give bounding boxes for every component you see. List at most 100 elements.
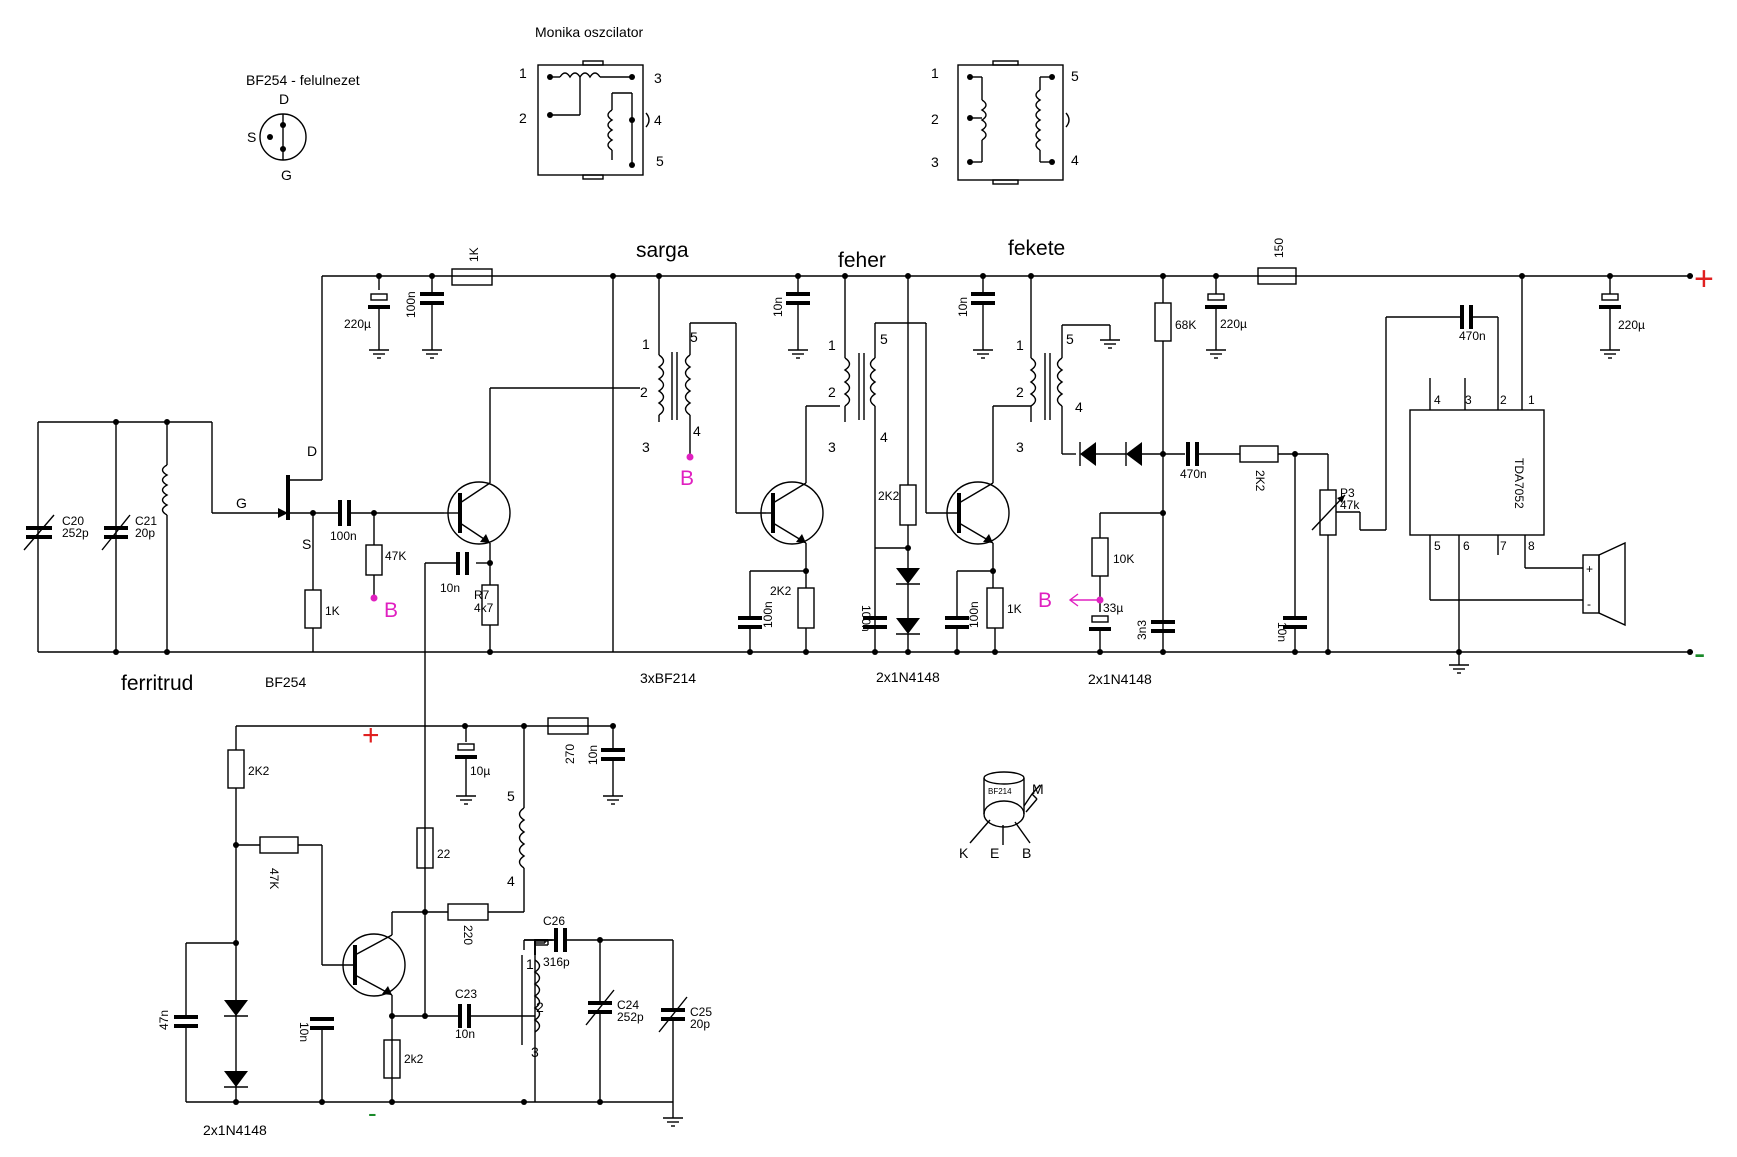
r7-value: 4k7 [474, 601, 494, 615]
if-pin-3: 3 [931, 154, 939, 170]
monika-title: Monika oszcilator [535, 24, 643, 40]
c-10n-sarga: 10n [771, 297, 785, 317]
fekete-pin-3: 3 [1016, 439, 1024, 455]
pin-s-label: S [247, 129, 256, 145]
osc-coil-pin-3: 3 [531, 1044, 539, 1060]
osc-coil-pin-5: 5 [507, 788, 515, 804]
pin-b-label: B [1022, 845, 1031, 861]
pin-k-label: K [959, 845, 969, 861]
fekete-pin-4: 4 [1075, 399, 1083, 415]
c-100n-ifamp1: 100n [761, 601, 775, 628]
osc-r-22: 22 [437, 847, 451, 861]
tda-pin-2: 2 [1500, 393, 1507, 407]
sarga-pin-4: 4 [693, 423, 701, 439]
feher-pin-4: 4 [880, 429, 888, 445]
osc-r-47k: 47K [267, 868, 281, 889]
if-transformer-fekete: fekete 1 2 3 4 5 [1008, 237, 1185, 466]
if-pin-1: 1 [931, 65, 939, 81]
fekete-pin-2: 2 [1016, 384, 1024, 400]
feher-pin-3: 3 [828, 439, 836, 455]
c-10n-emitter: 10n [440, 581, 460, 595]
bias-b-3: B [1038, 589, 1052, 612]
tda-pin-4: 4 [1434, 393, 1441, 407]
minus-terminal: - [1694, 635, 1705, 673]
fekete-pin-1: 1 [1016, 337, 1024, 353]
c21-label: C21 [135, 514, 157, 528]
sarga-pin-3: 3 [642, 439, 650, 455]
bias-b-2: B [680, 467, 694, 490]
fekete-label: fekete [1008, 237, 1065, 260]
c24-label: C24 [617, 998, 639, 1012]
c-470n-mid: 470n [1180, 467, 1207, 481]
c-10n-out: 10n [1275, 622, 1289, 642]
r-10k: 10K [1113, 552, 1134, 566]
osc-plus: + [362, 719, 380, 752]
osc-c-10n: 10n [586, 745, 600, 765]
monika-pin-2: 2 [519, 110, 527, 126]
osc-diodes-label: 2x1N4148 [203, 1122, 267, 1138]
monika-pin-3: 3 [654, 70, 662, 86]
osc-r-270: 270 [563, 744, 577, 764]
if-transformer-sarga: sarga B 1 2 3 4 5 3xBF214 [612, 239, 766, 686]
diodes-1-label: 2x1N4148 [876, 669, 940, 685]
c-220u-2: 220µ [1220, 317, 1247, 331]
osc-c-10u: 10µ [470, 764, 490, 778]
c-100n-ifamp2: 100n [967, 601, 981, 628]
if-amp-2: 10n 1K 100n [925, 276, 1031, 652]
osc-c-10n-base: 10n [297, 1022, 311, 1042]
c24-value: 252p [617, 1010, 644, 1024]
bf214x3-label: 3xBF214 [640, 670, 696, 686]
osc-minus: - [368, 1098, 377, 1128]
c23-value: 10n [455, 1027, 475, 1041]
bf214-pinout: BF214 M K E B [959, 771, 1044, 861]
osc-r-2k2-emitter: 2k2 [404, 1052, 424, 1066]
bf254-label: BF254 [265, 674, 306, 690]
detector-agc: 68K 3n3 10K B 33µ 470n 2K2 10n P3 [1038, 276, 1360, 687]
pin-g-label: G [281, 167, 292, 183]
c-3n3: 3n3 [1135, 620, 1149, 640]
if-coil-pinout: 1 2 3 5 4 [931, 60, 1079, 185]
mixer-stage: 220µ 100n 1K R7 4k7 10n [344, 247, 640, 828]
monika-pin-4: 4 [654, 112, 662, 128]
ferritrud-label: ferritrud [121, 672, 193, 695]
osc-r-220: 220 [461, 925, 475, 945]
pin-d-label: D [279, 91, 289, 107]
c-100n-top: 100n [404, 291, 418, 318]
monika-pin-1: 1 [519, 65, 527, 81]
sarga-pin-5: 5 [690, 329, 698, 345]
tda7052-label: TDA7052 [1512, 458, 1526, 509]
c25-label: C25 [690, 1005, 712, 1019]
sarga-label: sarga [636, 239, 689, 262]
c-10n-feher: 10n [956, 297, 970, 317]
r-source-1k: 1K [325, 604, 340, 618]
pin-m-label: M [1032, 781, 1044, 797]
c-100n-mid: 100n [859, 605, 873, 632]
gate-label: G [236, 495, 247, 511]
bf254-pinout: BF254 - felulnezet D S G [246, 72, 360, 183]
r-68k: 68K [1175, 318, 1196, 332]
audio-amplifier: 220µ 150 220µ TDA7052 4 3 2 1 5 6 7 8 47… [1205, 238, 1645, 674]
c21-value: 20p [135, 526, 155, 540]
c-100n-gate: 100n [330, 529, 357, 543]
plus-terminal: + [1694, 260, 1714, 298]
c26-value: 316p [543, 955, 570, 969]
r-2k2-ifamp1: 2K2 [770, 584, 792, 598]
drain-label: D [307, 443, 317, 459]
tda-pin-6: 6 [1463, 539, 1470, 553]
c-470n-top: 470n [1459, 329, 1486, 343]
diodes-2-label: 2x1N4148 [1088, 671, 1152, 687]
r-2k2-mid: 2K2 [878, 489, 900, 503]
if-pin-5: 5 [1071, 68, 1079, 84]
c20-label: C20 [62, 514, 84, 528]
source-label: S [302, 536, 311, 552]
bf254-top-view-title: BF254 - felulnezet [246, 72, 360, 88]
tda-pin-3: 3 [1465, 393, 1472, 407]
if-pin-2: 2 [931, 111, 939, 127]
r-1k-ifamp2: 1K [1007, 602, 1022, 616]
osc-coil-pin-4: 4 [507, 873, 515, 889]
bf214-case-label: BF214 [988, 787, 1012, 796]
c-220u-1: 220µ [344, 317, 371, 331]
if-pin-4: 4 [1071, 152, 1079, 168]
